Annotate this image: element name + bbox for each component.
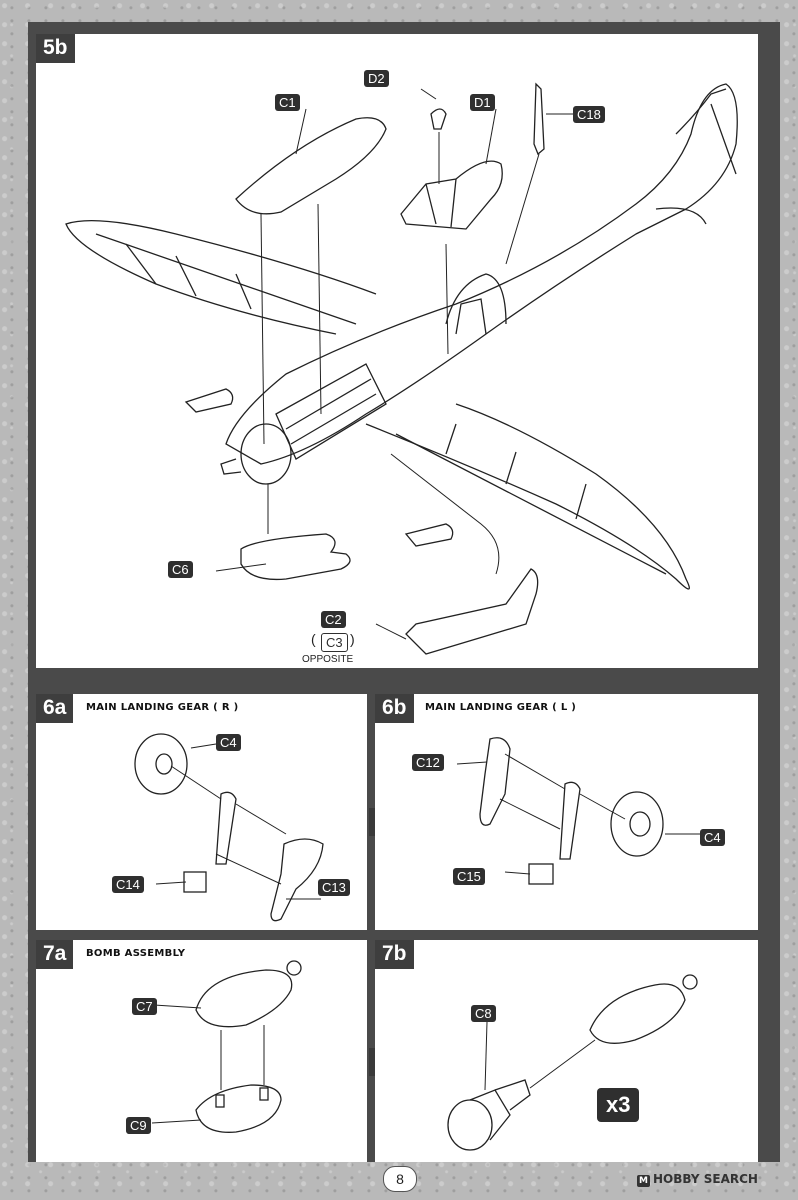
part-label-c18: C18: [573, 106, 605, 123]
paren-open: (: [311, 631, 316, 647]
part-label-c2: C2: [321, 611, 346, 628]
step-number: 7a: [36, 940, 74, 969]
bomb-assembly-diagram: [151, 960, 302, 1133]
step-number: 6b: [375, 694, 414, 723]
part-label-c1: C1: [275, 94, 300, 111]
part-label-c4: C4: [700, 829, 725, 846]
instruction-sheet: 5b: [28, 22, 780, 1162]
bomb-tail-diagram: [447, 974, 698, 1151]
watermark-logo-icon: M: [637, 1175, 650, 1187]
step-7b-panel: 7b C8 x3: [375, 940, 758, 1162]
part-label-c13: C13: [318, 879, 350, 896]
step-number: 6a: [36, 694, 74, 723]
step-6b-panel: 6b MAIN LANDING GEAR ( L ) C12 C4 C15: [375, 694, 758, 930]
part-label-c3: C3: [321, 633, 348, 652]
step-5b-panel: 5b: [36, 34, 758, 668]
step-6a-panel: 6a MAIN LANDING GEAR ( R ) C4 C14 C13: [36, 694, 367, 930]
part-label-c15: C15: [453, 868, 485, 885]
opposite-note: OPPOSITE: [302, 654, 354, 665]
landing-gear-r-diagram: [134, 733, 324, 922]
landing-gear-l-diagram: [456, 737, 700, 885]
part-label-c12: C12: [412, 754, 444, 771]
step-number: 7b: [375, 940, 414, 969]
watermark-text: HOBBY SEARCH: [653, 1172, 758, 1186]
part-label-c4: C4: [216, 734, 241, 751]
step-7a-panel: 7a BOMB ASSEMBLY C7 C9: [36, 940, 367, 1162]
page-number: 8: [383, 1166, 417, 1192]
step-title: MAIN LANDING GEAR ( R ): [86, 702, 239, 713]
part-label-c7: C7: [132, 998, 157, 1015]
quantity-badge: x3: [597, 1088, 640, 1122]
step-number: 5b: [36, 34, 75, 63]
part-label-c6: C6: [168, 561, 193, 578]
part-label-d2: D2: [364, 70, 389, 87]
paren-close: ): [350, 631, 355, 647]
part-label-c8: C8: [471, 1005, 496, 1022]
step-title: MAIN LANDING GEAR ( L ): [425, 702, 577, 713]
part-label-c14: C14: [112, 876, 144, 893]
aircraft-diagram: [65, 82, 738, 655]
part-label-d1: D1: [470, 94, 495, 111]
part-label-c9: C9: [126, 1117, 151, 1134]
step-title: BOMB ASSEMBLY: [86, 948, 186, 959]
